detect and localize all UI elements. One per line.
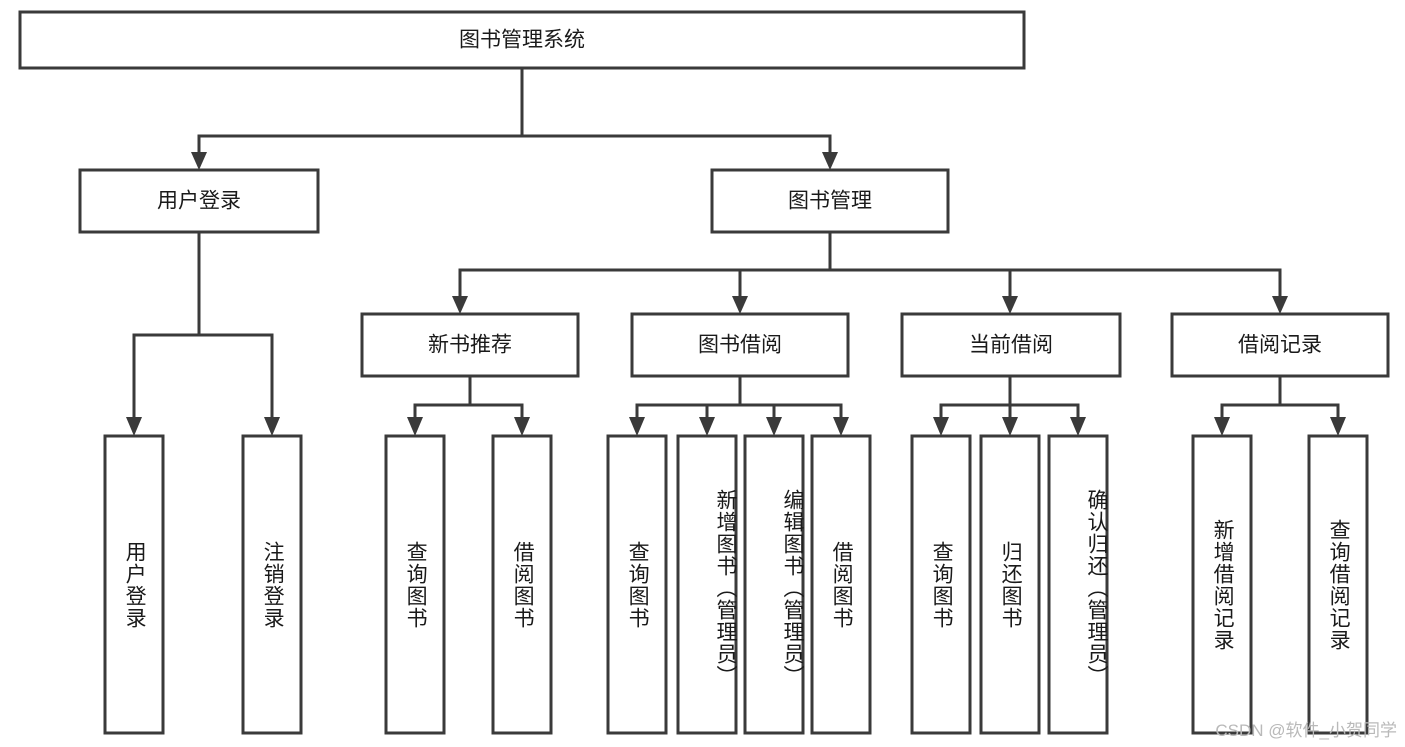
node-label-book-manage: 图书管理	[788, 190, 872, 213]
node-label-current-borrow: 当前借阅	[969, 334, 1053, 357]
node-box-leaf-confirm-return[interactable]	[1047, 434, 1109, 735]
node-label-new-book-recommend: 新书推荐	[428, 334, 512, 357]
node-box-current-borrow[interactable]	[900, 312, 1122, 378]
node-box-leaf-edit-book[interactable]	[743, 434, 805, 735]
arrow-to-new-book-recommend	[452, 296, 468, 314]
node-box-leaf-query-book-3[interactable]	[910, 434, 972, 735]
node-box-leaf-user-login[interactable]	[103, 434, 165, 735]
arrow-leaf-logout-login	[264, 417, 280, 436]
node-box-leaf-query-book-2[interactable]	[606, 434, 668, 735]
arrow-to-borrow-record	[1272, 296, 1288, 314]
arrow-leaf-add-record	[1214, 417, 1230, 436]
node-box-leaf-add-record[interactable]	[1191, 434, 1253, 735]
arrow-leaf-user-login	[126, 417, 142, 436]
node-box-borrow-record[interactable]	[1170, 312, 1390, 378]
arrow-leaf-confirm-return	[1070, 417, 1086, 436]
node-box-leaf-borrow-book-1[interactable]	[491, 434, 553, 735]
node-box-user-login[interactable]	[78, 168, 320, 234]
node-box-leaf-return-book[interactable]	[979, 434, 1041, 735]
arrow-to-book-borrow	[732, 296, 748, 314]
node-box-root[interactable]	[18, 10, 1026, 70]
nodes-group: 图书管理系统 用户登录 图书管理 新书推荐 图书借阅 当前借阅 借阅记录	[18, 10, 1390, 735]
node-label-user-login: 用户登录	[157, 190, 241, 213]
arrow-leaf-return-book	[1002, 417, 1018, 436]
arrow-leaf-query-book-2	[629, 417, 645, 436]
node-box-leaf-borrow-book-2[interactable]	[810, 434, 872, 735]
arrow-leaf-borrow-book-1	[514, 417, 530, 436]
node-box-book-manage[interactable]	[710, 168, 950, 234]
node-box-leaf-query-record[interactable]	[1307, 434, 1369, 735]
arrow-leaf-query-record	[1330, 417, 1346, 436]
node-label-book-borrow: 图书借阅	[698, 334, 782, 357]
node-box-leaf-add-book[interactable]	[676, 434, 738, 735]
csdn-watermark: CSDN @软件_小贺同学	[1215, 721, 1397, 740]
arrow-leaf-add-book	[699, 417, 715, 436]
node-box-book-borrow[interactable]	[630, 312, 850, 378]
node-label-borrow-record: 借阅记录	[1238, 334, 1322, 357]
edges-group	[126, 66, 1346, 436]
node-label-root: 图书管理系统	[459, 29, 585, 52]
node-box-leaf-logout-login[interactable]	[241, 434, 303, 735]
arrow-to-user-login	[191, 152, 207, 170]
arrow-leaf-edit-book	[766, 417, 782, 436]
node-box-new-book-recommend[interactable]	[360, 312, 580, 378]
arrow-to-current-borrow	[1002, 296, 1018, 314]
node-box-leaf-query-book-1[interactable]	[384, 434, 446, 735]
arrow-leaf-query-book-1	[407, 417, 423, 436]
arrow-to-book-manage	[822, 152, 838, 170]
arrow-leaf-borrow-book-2	[833, 417, 849, 436]
arrow-leaf-query-book-3	[933, 417, 949, 436]
